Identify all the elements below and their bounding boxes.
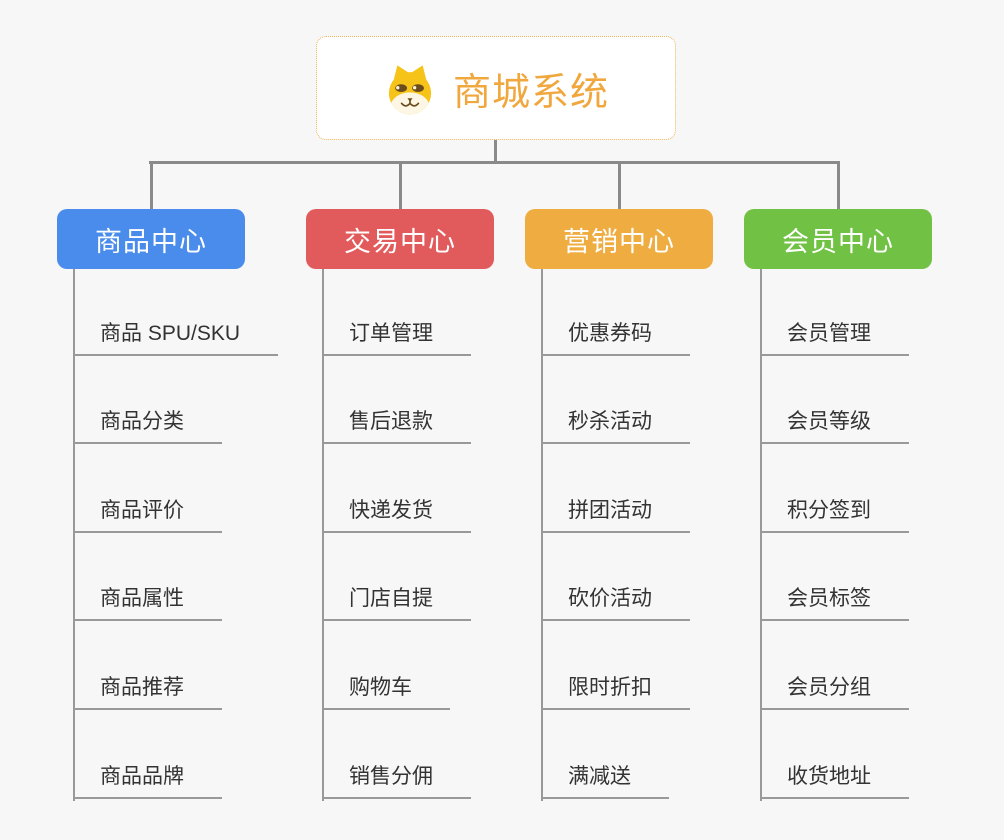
branch-1-leaf-4[interactable]: 购物车 xyxy=(322,673,450,710)
branch-0-leaf-3[interactable]: 商品属性 xyxy=(73,584,222,621)
branch-3-leaf-2[interactable]: 积分签到 xyxy=(760,496,909,533)
branch-0-header[interactable]: 商品中心 xyxy=(57,209,245,269)
connector-branch-2-vline xyxy=(541,269,543,801)
root-node[interactable]: 商城系统 xyxy=(316,36,676,140)
branch-1-leaf-1[interactable]: 售后退款 xyxy=(322,407,471,444)
branch-2-leaf-3[interactable]: 砍价活动 xyxy=(541,584,690,621)
branch-2-leaf-4[interactable]: 限时折扣 xyxy=(541,673,690,710)
connector-branch-1-drop xyxy=(398,161,402,210)
branch-2-leaf-0[interactable]: 优惠券码 xyxy=(541,319,690,356)
branch-1-leaf-2[interactable]: 快递发货 xyxy=(322,496,471,533)
doge-face-icon xyxy=(383,62,437,116)
branch-0-leaf-1[interactable]: 商品分类 xyxy=(73,407,222,444)
branch-3-leaf-4[interactable]: 会员分组 xyxy=(760,673,909,710)
branch-2-leaf-1[interactable]: 秒杀活动 xyxy=(541,407,690,444)
branch-3-leaf-3[interactable]: 会员标签 xyxy=(760,584,909,621)
branch-1-header[interactable]: 交易中心 xyxy=(306,209,494,269)
branch-3-leaf-1[interactable]: 会员等级 xyxy=(760,407,909,444)
branch-2-leaf-5[interactable]: 满减送 xyxy=(541,762,669,799)
branch-3-leaf-5[interactable]: 收货地址 xyxy=(760,762,909,799)
connector-root-stem xyxy=(494,140,497,164)
connector-branch-0-vline xyxy=(73,269,75,801)
branch-0-leaf-0[interactable]: 商品 SPU/SKU xyxy=(73,319,279,356)
branch-0-leaf-5[interactable]: 商品品牌 xyxy=(73,762,222,799)
connector-branch-1-vline xyxy=(322,269,324,801)
connector-branch-2-drop xyxy=(617,161,621,210)
connector-branch-3-drop xyxy=(836,161,840,210)
connector-branch-3-vline xyxy=(760,269,762,801)
branch-0-leaf-4[interactable]: 商品推荐 xyxy=(73,673,222,710)
branch-1-leaf-0[interactable]: 订单管理 xyxy=(322,319,471,356)
branch-2-header[interactable]: 营销中心 xyxy=(525,209,713,269)
branch-1-leaf-3[interactable]: 门店自提 xyxy=(322,584,471,621)
root-title: 商城系统 xyxy=(452,71,609,114)
branch-3-header[interactable]: 会员中心 xyxy=(744,209,932,269)
branch-1-leaf-5[interactable]: 销售分佣 xyxy=(322,762,471,799)
branch-2-leaf-2[interactable]: 拼团活动 xyxy=(541,496,690,533)
connector-horizontal-bar xyxy=(149,161,839,164)
branch-3-leaf-0[interactable]: 会员管理 xyxy=(760,319,909,356)
branch-0-leaf-2[interactable]: 商品评价 xyxy=(73,496,222,533)
connector-branch-0-drop xyxy=(149,161,153,210)
